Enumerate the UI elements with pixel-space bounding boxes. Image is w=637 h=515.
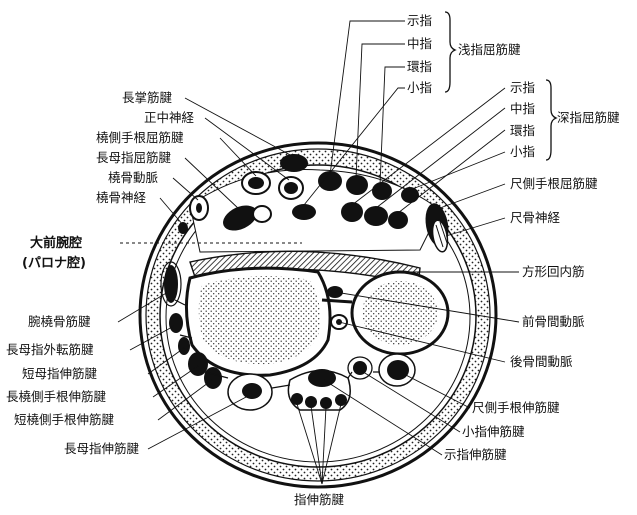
ulna-medulla xyxy=(362,281,438,345)
fds-little xyxy=(292,204,316,220)
eip-tendon xyxy=(308,369,336,387)
fds-ring-label: 環指 xyxy=(407,59,432,74)
radial-artery-lumen xyxy=(196,203,202,213)
fdp-group-title: 深指屈筋腱 xyxy=(557,110,620,125)
fdp-middle-label: 中指 xyxy=(510,101,535,116)
median-nerve-core xyxy=(284,182,298,194)
fpl-tendon-2 xyxy=(253,206,271,222)
fdp-ring xyxy=(388,211,408,229)
ecu-label: 尺側手根伸筋腱 xyxy=(472,400,560,415)
fpl-label: 長母指屈筋腱 xyxy=(96,150,172,165)
edc-label: 指伸筋腱 xyxy=(294,492,345,507)
ecrb-label: 短橈側手根伸筋腱 xyxy=(14,412,115,427)
fds-middle-label: 中指 xyxy=(407,36,432,51)
edm-label: 小指伸筋腱 xyxy=(462,424,525,439)
epb-label: 短母指伸筋腱 xyxy=(22,366,98,381)
ulnar-nerve-label: 尺骨神経 xyxy=(510,210,561,225)
posterior-interosseous-label: 後骨間動脈 xyxy=(510,354,573,369)
palmaris-longus-label: 長掌筋腱 xyxy=(122,90,173,105)
ecrl-label: 長橈側手根伸筋腱 xyxy=(6,389,107,404)
anterior-interosseous-label: 前骨間動脈 xyxy=(522,314,585,329)
fdp-ring-label: 環指 xyxy=(510,123,535,138)
parona-space-label: 大前腕腔 xyxy=(30,235,82,251)
fds-index-label: 示指 xyxy=(407,13,432,28)
deep-bracket xyxy=(546,80,556,160)
interosseous-membrane xyxy=(322,300,352,302)
brachioradialis-label: 腕橈骨筋腱 xyxy=(28,314,91,329)
fcu-label: 尺側手根屈筋腱 xyxy=(510,176,598,191)
epb-tendon xyxy=(178,337,190,355)
eip-label: 示指伸筋腱 xyxy=(444,447,507,462)
pronator-quadratus-label: 方形回内筋 xyxy=(522,264,585,279)
epl-tendon xyxy=(242,383,262,399)
parona-space-sublabel: (パロナ腔) xyxy=(22,255,86,271)
median-nerve-label: 正中神経 xyxy=(144,110,195,125)
apl-label: 長母指外転筋腱 xyxy=(6,342,94,357)
fds-ring xyxy=(372,182,392,200)
fdp-middle xyxy=(364,206,388,226)
fdp-index-label: 示指 xyxy=(510,80,535,95)
fds-little-label: 小指 xyxy=(407,80,432,95)
fds-group-title: 浅指屈筋腱 xyxy=(458,42,521,57)
epl-label: 長母指伸筋腱 xyxy=(64,441,140,456)
superficial-bracket xyxy=(445,12,455,92)
edc-tendon-1 xyxy=(291,393,303,405)
apl-tendon xyxy=(169,313,183,333)
ecrb-tendon xyxy=(204,367,222,389)
fdp-little-label: 小指 xyxy=(510,144,535,159)
radial-artery-label: 橈骨動脈 xyxy=(108,170,159,185)
ecu-tendon xyxy=(387,360,409,380)
fdp-little xyxy=(401,187,419,203)
fcr-label: 橈側手根屈筋腱 xyxy=(96,130,184,145)
fds-middle xyxy=(346,175,368,195)
cross-section xyxy=(140,143,496,487)
radius-medulla xyxy=(199,276,320,364)
radial-nerve xyxy=(178,222,188,234)
radial-nerve-label: 橈骨神経 xyxy=(96,190,147,205)
brachioradialis-tendon xyxy=(164,265,178,303)
fcr-core xyxy=(248,177,264,189)
